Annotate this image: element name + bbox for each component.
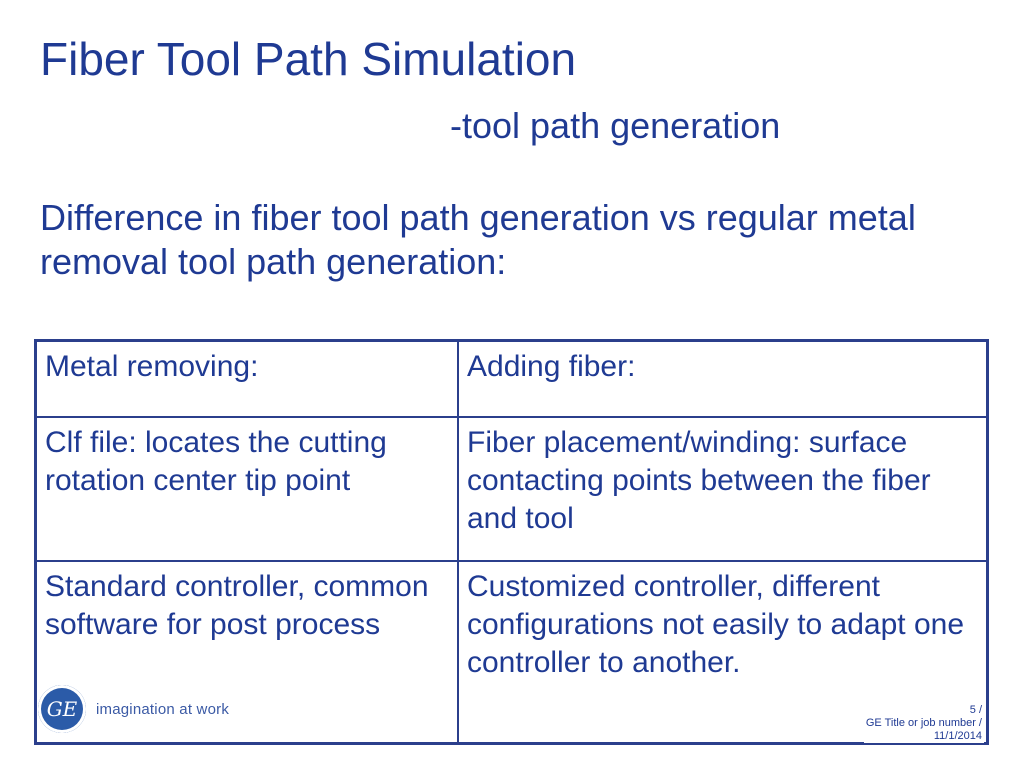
table-cell: Clf file: locates the cutting rotation c… (34, 416, 459, 562)
table-cell: Adding fiber: (457, 339, 989, 418)
comparison-table: Metal removing: Adding fiber: Clf file: … (34, 339, 989, 745)
page-number: 5 / (969, 704, 982, 716)
table-cell: Metal removing: (34, 339, 459, 418)
slide-footer: 5 / GE Title or job number / 11/1/2014 (863, 704, 984, 743)
intro-text: Difference in fiber tool path generation… (40, 197, 916, 282)
table-cell: Standard controller, common software for… (34, 560, 459, 745)
job-title: GE Title or job number / (865, 717, 982, 729)
ge-logo: GE imagination at work (38, 685, 229, 733)
logo-tagline: imagination at work (96, 700, 230, 718)
table-row-header: Metal removing: Adding fiber: (34, 339, 989, 418)
ge-monogram-icon: GE (38, 685, 86, 733)
table-cell: Fiber placement/winding: surface contact… (457, 416, 989, 562)
table-row: Clf file: locates the cutting rotation c… (34, 416, 989, 562)
slide-title: Fiber Tool Path Simulation (40, 33, 577, 85)
slide-subtitle: -tool path generation (450, 105, 781, 146)
footer-date: 11/1/2014 (933, 730, 982, 742)
